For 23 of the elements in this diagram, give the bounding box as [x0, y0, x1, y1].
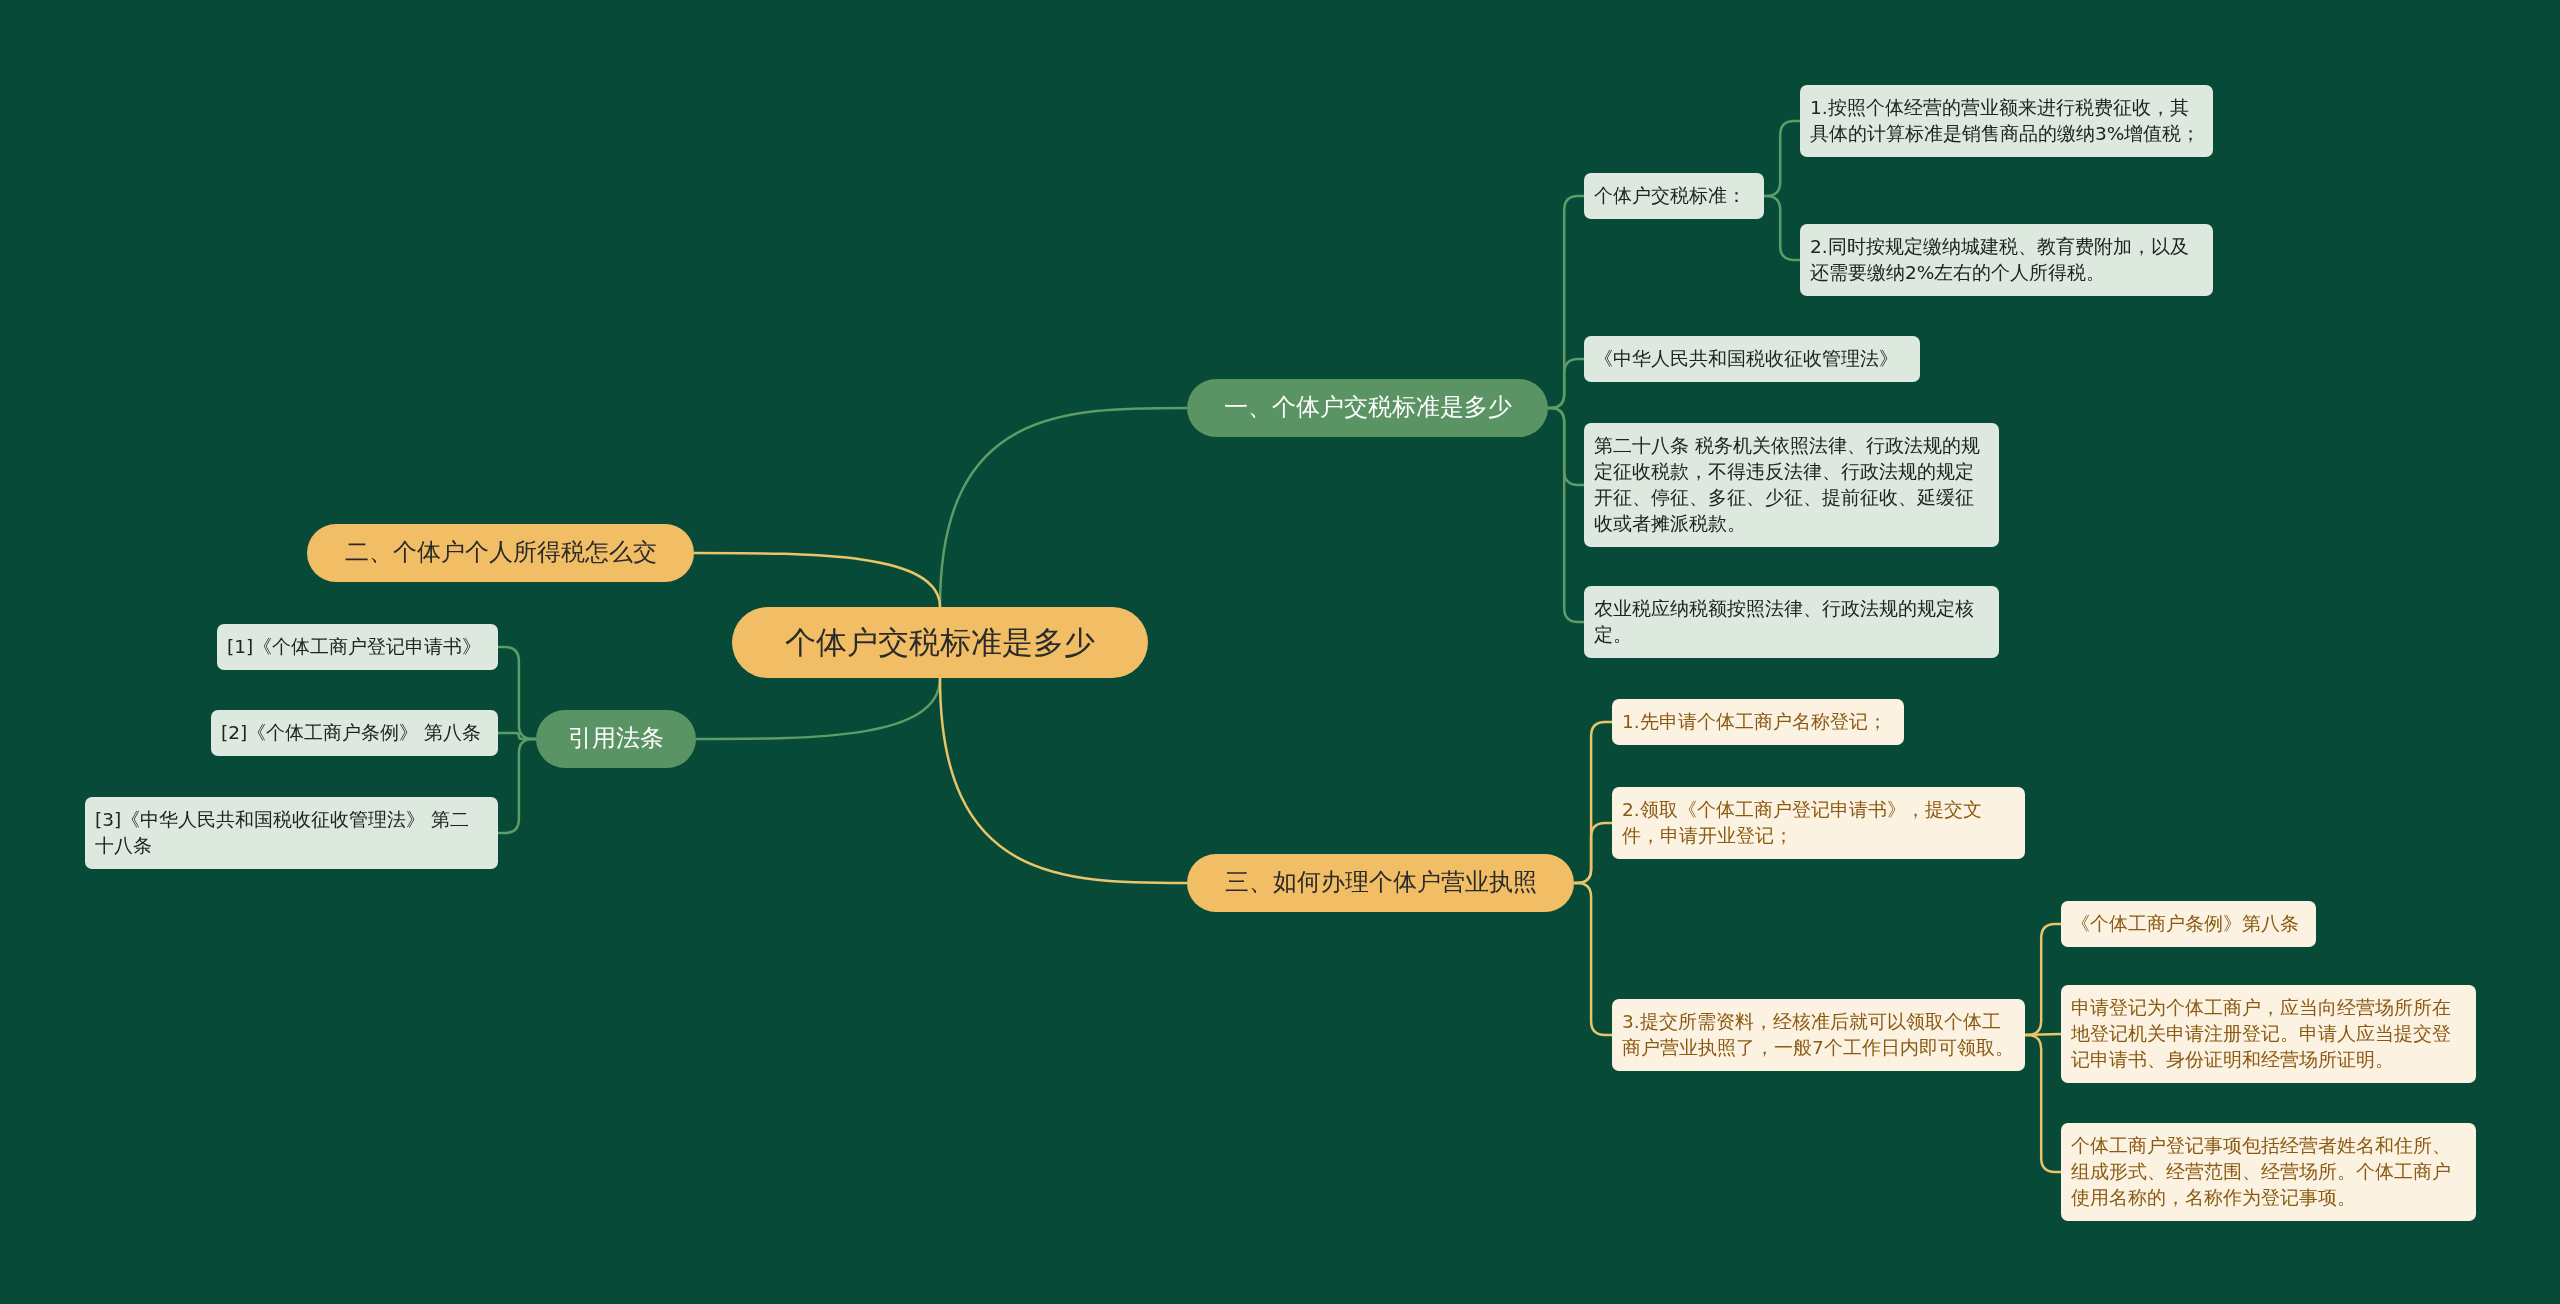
branch-pill: 一、个体户交税标准是多少: [1187, 379, 1548, 437]
step-box: 1.先申请个体工商户名称登记；: [1612, 699, 1904, 745]
reference-box: [3]《中华人民共和国税收征收管理法》 第二十八条: [85, 797, 498, 869]
branch-pill: 引用法条: [536, 710, 696, 768]
topic-box: 个体户交税标准：: [1584, 173, 1764, 219]
branch-pill: 二、个体户个人所得税怎么交: [307, 524, 694, 582]
reference-box: [1]《个体工商户登记申请书》: [217, 624, 498, 670]
note-box: 2.同时按规定缴纳城建税、教育费附加，以及还需要缴纳2%左右的个人所得税。: [1800, 224, 2213, 296]
note-box: 个体工商户登记事项包括经营者姓名和住所、组成形式、经营范围、经营场所。个体工商户使用名称的，名称作为登记事项。: [2061, 1123, 2476, 1221]
connector-line: [694, 551, 942, 608]
central-topic: 个体户交税标准是多少: [732, 607, 1148, 679]
connector-line: [938, 677, 1187, 885]
topic-box: 《中华人民共和国税收征收管理法》: [1584, 336, 1920, 382]
branch-pill: 三、如何办理个体户营业执照: [1187, 854, 1574, 912]
step-box: 3.提交所需资料，经核准后就可以领取个体工商户营业执照了，一般7个工作日内即可领取。: [1612, 999, 2025, 1071]
note-box: 第二十八条 税务机关依照法律、行政法规的规定征收税款，不得违反法律、行政法规的规定开征、停征、多征、少征、提前征收、延缓征收或者摊派税款。: [1584, 423, 1999, 547]
note-box: 申请登记为个体工商户，应当向经营场所所在地登记机关申请注册登记。申请人应当提交登记申请书、身份证明和经营场所证明。: [2061, 985, 2476, 1083]
connector-line: [1764, 194, 1800, 262]
step-box: 2.领取《个体工商户登记申请书》，提交文件，申请开业登记；: [1612, 787, 2025, 859]
topic-box: 《个体工商户条例》第八条: [2061, 901, 2316, 947]
note-box: 1.按照个体经营的营业额来进行税费征收，其具体的计算标准是销售商品的缴纳3%增值税；: [1800, 85, 2213, 157]
reference-box: [2]《个体工商户条例》 第八条: [211, 710, 498, 756]
note-box: 农业税应纳税额按照法律、行政法规的规定核定。: [1584, 586, 1999, 658]
